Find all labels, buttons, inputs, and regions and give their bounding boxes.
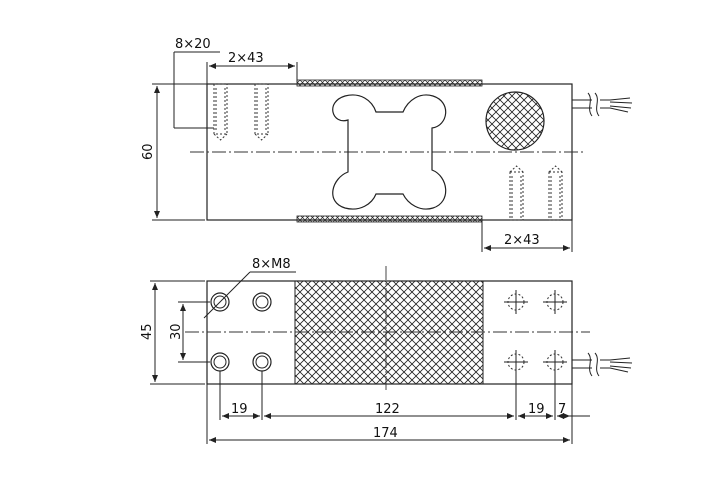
thread-leader	[203, 271, 296, 319]
dim-middle-label: 122	[375, 402, 400, 417]
right-threaded-holes	[509, 165, 563, 221]
right-spacing-label: 2×43	[504, 233, 540, 248]
dim-bolt-length	[173, 51, 220, 129]
bottom-extension-lines	[206, 371, 573, 444]
hole-spacing-label: 30	[169, 323, 184, 340]
right-mounting-holes	[504, 290, 567, 374]
bottom-cable	[572, 352, 633, 377]
thread-label: 8×M8	[252, 257, 291, 272]
bottom-view: 8×M8 45 30	[140, 257, 633, 444]
strain-gauge-circle	[485, 91, 545, 151]
dim-right-label: 19	[528, 402, 545, 417]
dim-left-label: 19	[231, 402, 248, 417]
top-hatched-strip	[296, 79, 483, 87]
dim-hole-spacing-30	[178, 301, 210, 363]
top-cable	[572, 92, 633, 117]
dim-left-spacing	[206, 62, 298, 84]
bottom-hatched-strip	[296, 215, 483, 223]
left-mounting-holes	[210, 292, 272, 372]
height-label: 60	[141, 143, 156, 160]
left-threaded-holes	[213, 83, 269, 141]
dim-height-45	[150, 280, 205, 385]
hatched-flexure-area	[294, 280, 484, 385]
dim-end-label: 7	[558, 402, 566, 417]
bolt-length-label: 8×20	[175, 37, 211, 52]
top-view: 60 8×20 2×43 2×43	[141, 37, 633, 252]
total-length-label: 174	[373, 426, 398, 441]
cloverleaf-cutout	[332, 94, 447, 210]
dim-right-spacing	[481, 220, 573, 252]
left-spacing-label: 2×43	[228, 51, 264, 66]
bottom-height-label: 45	[140, 323, 155, 340]
